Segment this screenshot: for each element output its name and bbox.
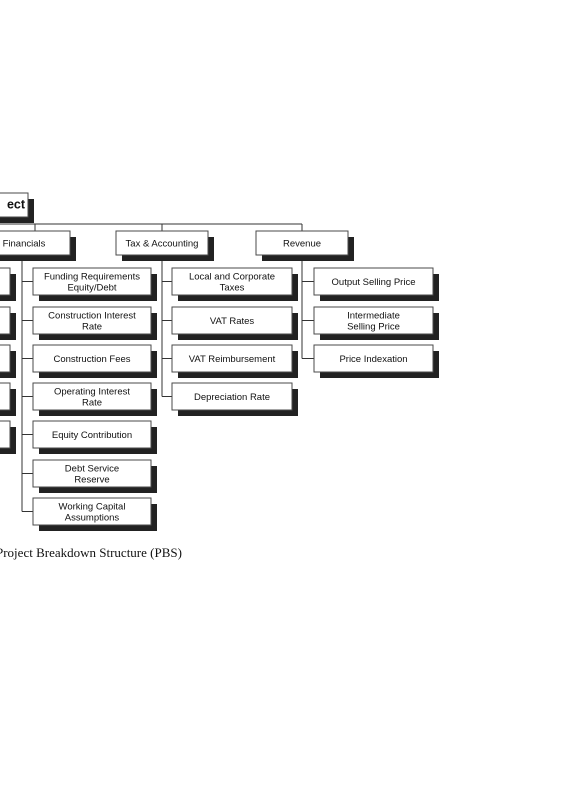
- node-box: [0, 230, 71, 256]
- node-box: [32, 459, 152, 488]
- node-label: Reserve: [74, 475, 109, 486]
- node-box: [0, 382, 11, 411]
- node-label: Selling Price: [347, 322, 400, 333]
- node-box: [32, 267, 152, 296]
- node-label: Price Indexation: [339, 354, 407, 365]
- node-label: Output Selling Price: [332, 277, 416, 288]
- node-box: [171, 267, 293, 296]
- node-box: [313, 306, 434, 335]
- node-box: [0, 192, 29, 218]
- node-box: [255, 230, 349, 256]
- node-label: Working Capital: [59, 502, 126, 513]
- node-label: Rate: [82, 398, 102, 409]
- node-box: [32, 344, 152, 373]
- node-box: [171, 382, 293, 411]
- node-box: [171, 344, 293, 373]
- node-box: [0, 267, 11, 296]
- left-cutoff-node: [0, 306, 16, 340]
- left-cutoff-node: [0, 344, 16, 378]
- node-label: Equity Contribution: [52, 430, 132, 441]
- node-label: ect: [7, 198, 26, 212]
- tax-item-depreciation-rate: Depreciation Rate: [171, 382, 298, 416]
- node-box: [115, 230, 209, 256]
- financials-item-construction-fees: Construction Fees: [32, 344, 157, 378]
- left-cutoff-node: [0, 267, 16, 301]
- root-node: ect: [0, 192, 34, 223]
- node-label: VAT Rates: [210, 316, 255, 327]
- node-label: Debt Service: [65, 464, 119, 475]
- connector-lines: [0, 223, 314, 512]
- financials-item-equity-contribution: Equity Contribution: [32, 420, 157, 454]
- node-label: VAT Reimbursement: [189, 354, 276, 365]
- node-label: Funding Requirements: [44, 272, 140, 283]
- node-box: [32, 306, 152, 335]
- left-cutoff-node: [0, 382, 16, 416]
- tax-item-vat-rates: VAT Rates: [171, 306, 298, 340]
- node-label: Equity/Debt: [67, 283, 116, 294]
- node-label: Financials: [3, 239, 46, 250]
- node-label: Depreciation Rate: [194, 392, 270, 403]
- node-box: [0, 420, 11, 449]
- node-label: Rate: [82, 322, 102, 333]
- node-label: Intermediate: [347, 311, 400, 322]
- left-cutoff-node: [0, 420, 16, 454]
- category-financials: Financials: [0, 230, 76, 261]
- node-box: [313, 344, 434, 373]
- node-box: [32, 382, 152, 411]
- tax-item-vat-reimbursement: VAT Reimbursement: [171, 344, 298, 378]
- node-label: Construction Fees: [53, 354, 130, 365]
- category-revenue: Revenue: [255, 230, 354, 261]
- node-label: Local and Corporate: [189, 272, 275, 283]
- node-label: Tax & Accounting: [126, 239, 199, 250]
- revenue-item-price-indexation: Price Indexation: [313, 344, 439, 378]
- node-box: [0, 344, 11, 373]
- revenue-item-output-selling-price: Output Selling Price: [313, 267, 439, 301]
- node-box: [32, 497, 152, 526]
- node-box: [313, 267, 434, 296]
- node-label: Operating Interest: [54, 387, 130, 398]
- node-label: Construction Interest: [48, 311, 136, 322]
- node-box: [32, 420, 152, 449]
- category-tax-and-accounting: Tax & Accounting: [115, 230, 214, 261]
- node-label: Revenue: [283, 239, 321, 250]
- node-box: [171, 306, 293, 335]
- node-box: [0, 306, 11, 335]
- figure-caption: Project Breakdown Structure (PBS): [0, 545, 182, 560]
- node-label: Taxes: [220, 283, 245, 294]
- node-label: Assumptions: [65, 513, 120, 524]
